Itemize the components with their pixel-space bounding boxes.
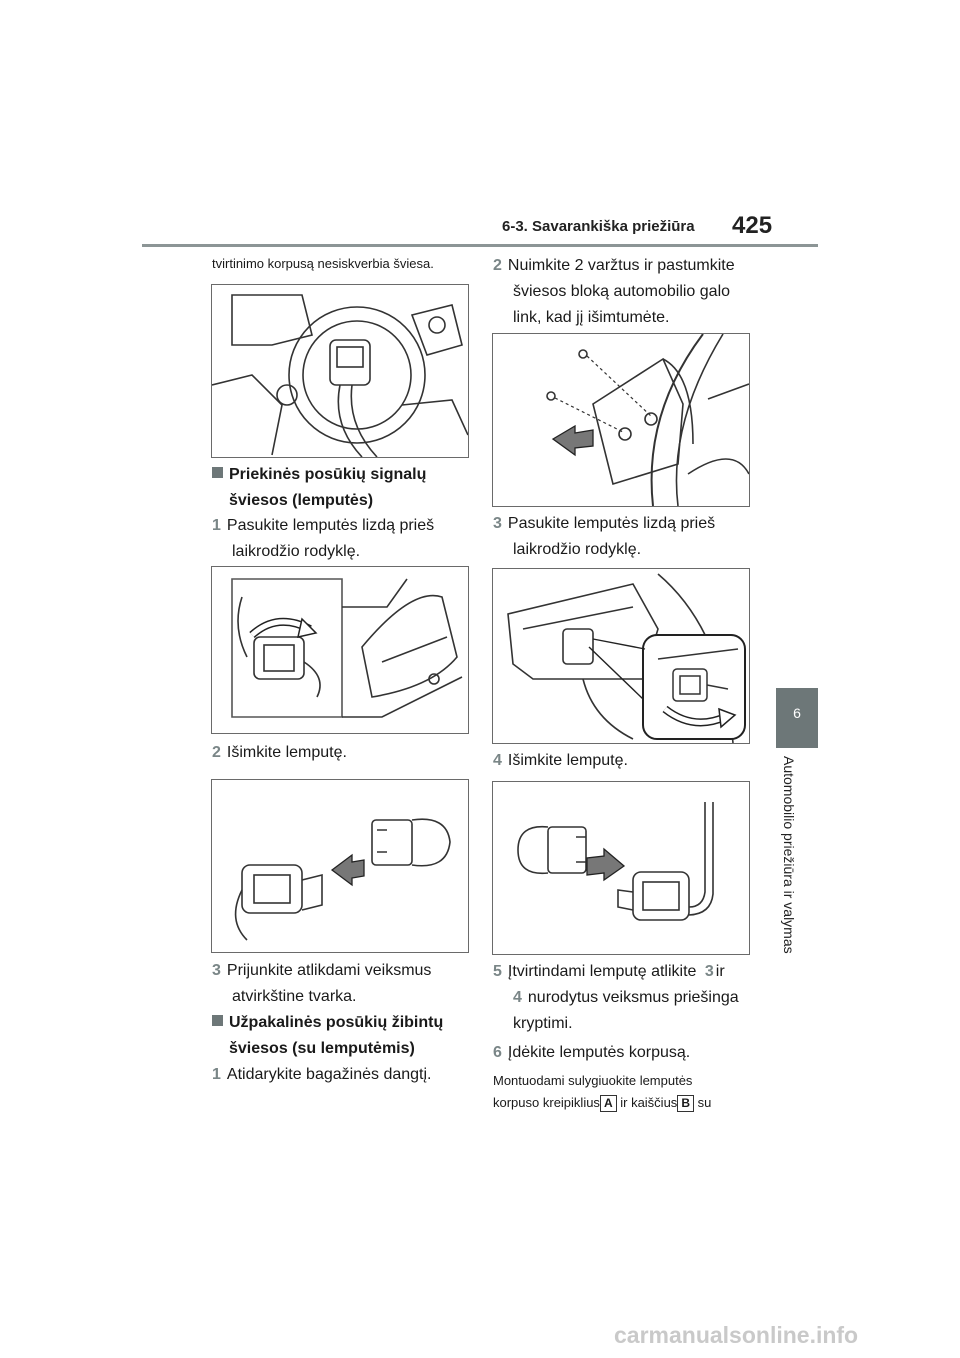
right-step-5-cont2: kryptimi. [513, 1015, 573, 1032]
right-step-2-cont2: link, kad jį išimtumėte. [513, 309, 670, 326]
callout-a-label: A [599, 1095, 617, 1113]
square-bullet-icon [212, 467, 223, 478]
heading-rear-turn-signal: Užpakalinės posūkių žibintų [212, 1010, 443, 1036]
intro-text: tvirtinimo korpusą nesiskverbia šviesa. [212, 256, 434, 271]
square-bullet-icon [212, 1015, 223, 1026]
rotate-socket-illustration [231, 578, 463, 718]
figure-headlight-socket [211, 284, 469, 458]
heading-front-turn-signal-2: šviesos (lemputės) [229, 492, 374, 509]
watermark: carmanualsonline.info [614, 1322, 859, 1348]
heading-front-turn-signal: Priekinės posūkių signalų [212, 462, 426, 488]
callout-b-label: B [677, 1095, 694, 1113]
section-title: 6-3. Savarankiška priežiūra [502, 218, 695, 235]
header-rule [142, 244, 818, 247]
page-number: 425 [732, 212, 773, 239]
figure-rear-rotate-socket [492, 568, 750, 744]
left-step-3-cont: atvirkštine tvarka. [232, 988, 357, 1005]
right-step-2-cont1: šviesos bloką automobilio galo [513, 283, 731, 300]
figure-front-turn-rotate [211, 566, 469, 734]
remove-rear-bulb-illustration [517, 802, 714, 921]
note-line-1: Montuodami sulygiuokite lemputės [493, 1073, 693, 1088]
right-step-3-cont: laikrodžio rodyklę. [513, 541, 642, 558]
remove-bulb-illustration [234, 818, 451, 941]
figure-remove-light-unit [492, 333, 750, 507]
headlight-socket-illustration [212, 294, 468, 457]
figure-remove-bulb-front [211, 779, 469, 953]
rear-rotate-socket-illustration [507, 573, 746, 743]
chapter-title: Automobilio priežiūra ir valymas [781, 756, 797, 954]
figure-remove-bulb-rear [492, 781, 750, 955]
chapter-tab: 6 [776, 688, 818, 748]
heading-rear-turn-signal-2: šviesos (su lemputėmis) [229, 1040, 415, 1057]
remove-light-unit-illustration [546, 334, 749, 506]
left-step-1-cont: laikrodžio rodyklę. [232, 543, 361, 560]
